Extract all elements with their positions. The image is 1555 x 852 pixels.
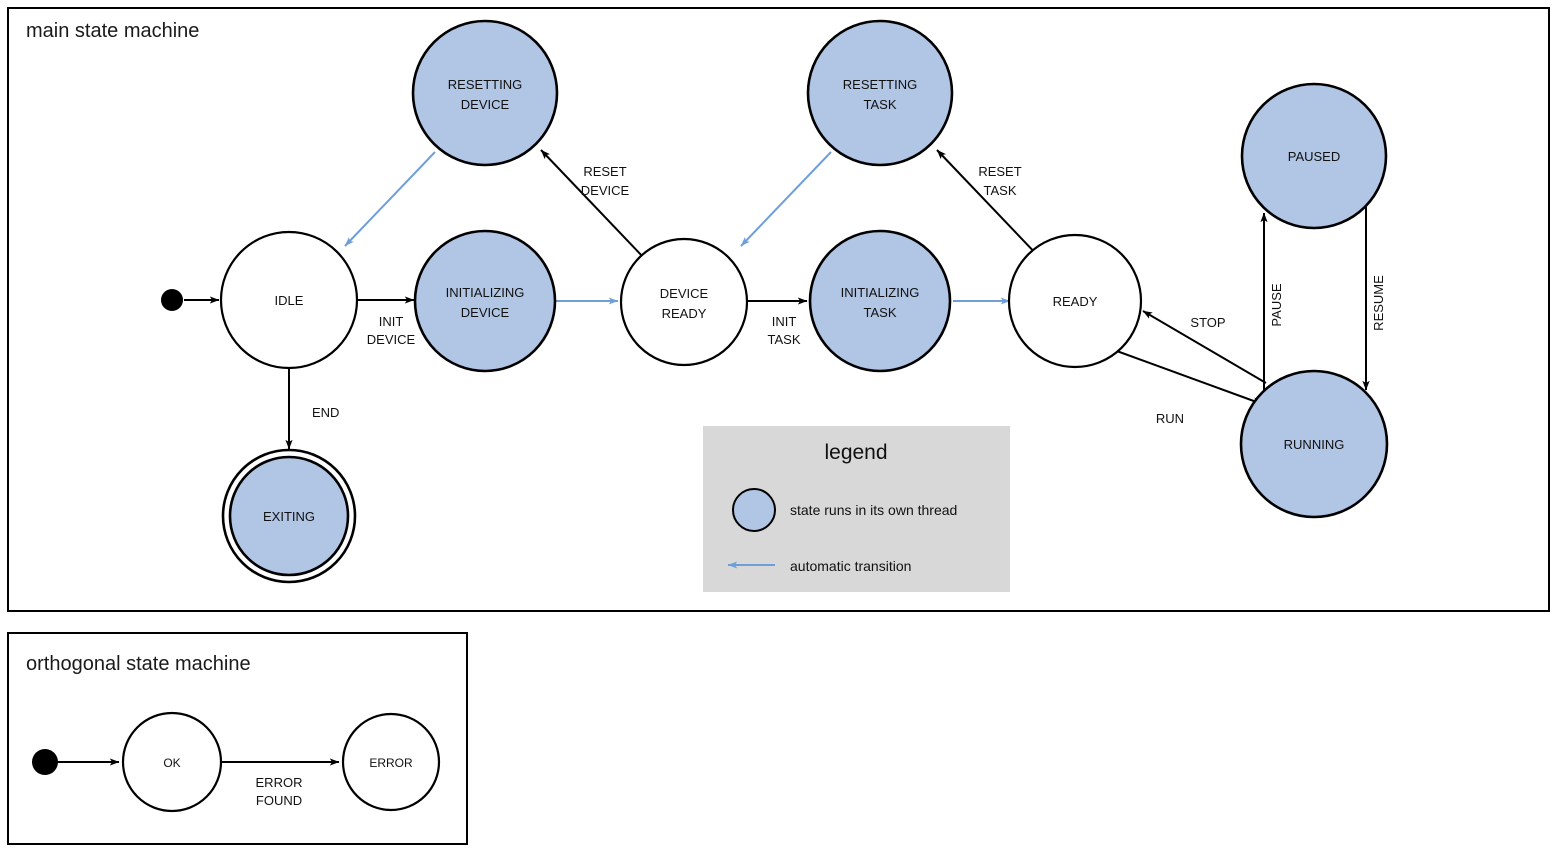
legend-item-auto-transition: automatic transition	[727, 558, 911, 574]
legend: legend state runs in its own thread auto…	[703, 426, 1010, 592]
main-states: IDLE RESETTING DEVICE INITIALIZING DEVIC…	[161, 19, 1389, 584]
transition-label-reset-device-2: DEVICE	[581, 183, 630, 198]
transition-label-error-found-1: ERROR	[256, 775, 303, 790]
transition-label-error-found-2: FOUND	[256, 793, 302, 808]
thread-state-circle-icon	[732, 488, 776, 532]
transition-label-stop: STOP	[1190, 315, 1225, 330]
transition-running-to-paused[interactable]: PAUSE	[1260, 212, 1284, 397]
legend-title: legend	[824, 441, 887, 464]
state-label-ok: OK	[163, 756, 180, 770]
transition-label-resume: RESUME	[1371, 275, 1386, 331]
state-device-ready[interactable]: DEVICE READY	[619, 237, 749, 367]
state-label-paused: PAUSED	[1288, 149, 1341, 164]
transition-ready-to-resetting-task[interactable]: RESET TASK	[936, 149, 1042, 260]
transition-label-init-task-1: INIT	[772, 314, 797, 329]
main-frame-title: main state machine	[26, 20, 199, 42]
state-initializing-task[interactable]: INITIALIZING TASK	[808, 229, 952, 373]
state-idle[interactable]: IDLE	[219, 230, 359, 370]
transition-resetting-task-to-device-ready[interactable]	[740, 151, 832, 247]
transition-label-end: END	[312, 405, 339, 420]
state-resetting-task[interactable]: RESETTING TASK	[806, 19, 954, 167]
state-label-device-ready-2: READY	[662, 306, 707, 321]
transition-ready-to-running[interactable]: RUN	[1113, 349, 1263, 426]
transition-label-run: RUN	[1156, 411, 1184, 426]
orthogonal-state-machine-frame: orthogonal state machine ERROR FOUND OK …	[7, 632, 468, 845]
state-label-error: ERROR	[369, 756, 413, 770]
transition-idle-to-exiting[interactable]: END	[285, 369, 339, 450]
transition-running-to-ready[interactable]: STOP	[1142, 310, 1267, 384]
transition-ok-to-error[interactable]: ERROR FOUND	[222, 758, 340, 808]
transition-label-reset-task-2: TASK	[984, 183, 1017, 198]
state-label-initializing-task-2: TASK	[864, 305, 897, 320]
transition-label-init-task-2: TASK	[768, 332, 801, 347]
state-label-initializing-task-1: INITIALIZING	[841, 285, 920, 300]
transition-device-ready-to-initializing-task[interactable]: INIT TASK	[748, 297, 808, 347]
state-label-initializing-device-2: DEVICE	[461, 305, 510, 320]
state-label-resetting-task-1: RESETTING	[843, 77, 917, 92]
legend-label-thread-state: state runs in its own thread	[790, 502, 957, 518]
transition-label-init-device-2: DEVICE	[367, 332, 416, 347]
state-label-running: RUNNING	[1284, 437, 1345, 452]
state-paused[interactable]: PAUSED	[1240, 82, 1388, 230]
orthogonal-initial-state-dot[interactable]	[32, 749, 58, 775]
state-label-idle: IDLE	[275, 293, 304, 308]
state-label-resetting-device-2: DEVICE	[461, 97, 510, 112]
initial-state-dot[interactable]	[161, 289, 183, 311]
orthogonal-frame-title: orthogonal state machine	[26, 653, 251, 675]
state-label-exiting: EXITING	[263, 509, 315, 524]
state-initializing-device[interactable]: INITIALIZING DEVICE	[413, 229, 557, 373]
final-state-outer-ring	[221, 448, 357, 584]
legend-label-auto-transition: automatic transition	[790, 558, 911, 574]
state-label-ready: READY	[1053, 294, 1098, 309]
state-running[interactable]: RUNNING	[1239, 369, 1389, 519]
state-ok[interactable]: OK	[121, 711, 223, 813]
state-error[interactable]: ERROR	[341, 712, 441, 812]
state-exiting[interactable]: EXITING	[221, 448, 357, 584]
transition-paused-to-running[interactable]: RESUME	[1362, 207, 1386, 391]
transition-label-pause: PAUSE	[1269, 283, 1284, 326]
state-label-resetting-device-1: RESETTING	[448, 77, 522, 92]
legend-item-thread-state: state runs in its own thread	[732, 488, 957, 532]
state-resetting-device[interactable]: RESETTING DEVICE	[411, 19, 559, 167]
transition-label-reset-device-1: RESET	[583, 164, 626, 179]
transition-device-ready-to-resetting-device[interactable]: RESET DEVICE	[540, 149, 646, 260]
state-label-device-ready-1: DEVICE	[660, 286, 709, 301]
transition-label-reset-task-1: RESET	[978, 164, 1021, 179]
state-label-resetting-task-2: TASK	[864, 97, 897, 112]
state-ready[interactable]: READY	[1007, 233, 1143, 369]
state-label-initializing-device-1: INITIALIZING	[446, 285, 525, 300]
transition-label-init-device-1: INIT	[379, 314, 404, 329]
main-transitions: INIT DEVICE RESET DEVICE END INIT TASK	[184, 149, 1386, 450]
transition-idle-to-initializing-device[interactable]: INIT DEVICE	[356, 296, 416, 347]
transition-resetting-device-to-idle[interactable]	[344, 151, 436, 247]
